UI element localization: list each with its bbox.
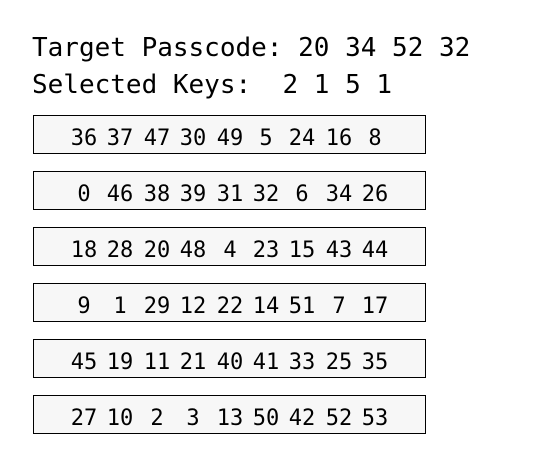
keypad-key[interactable]: 25 bbox=[325, 350, 353, 375]
keypad-key[interactable]: 53 bbox=[361, 406, 389, 431]
keypad-row-1: 36 37 47 30 49 5 24 16 8 bbox=[33, 115, 426, 154]
keypad-key[interactable]: 52 bbox=[325, 406, 353, 431]
keypad-key[interactable]: 21 bbox=[179, 350, 207, 375]
target-passcode-line: Target Passcode: 20 34 52 32 bbox=[32, 33, 470, 63]
keypad-key[interactable]: 1 bbox=[113, 294, 127, 319]
keypad-key[interactable]: 34 bbox=[325, 182, 353, 207]
selected-value: 1 bbox=[313, 70, 330, 100]
keypad-row-5: 45 19 11 21 40 41 33 25 35 bbox=[33, 339, 426, 378]
keypad-key[interactable]: 46 bbox=[106, 182, 134, 207]
selected-keys-label: Selected Keys: bbox=[32, 70, 252, 100]
keypad-key[interactable]: 10 bbox=[106, 406, 134, 431]
keypad-key[interactable]: 36 bbox=[70, 126, 98, 151]
keypad-key[interactable]: 17 bbox=[361, 294, 389, 319]
target-value: 32 bbox=[439, 33, 471, 63]
keypad-key[interactable]: 35 bbox=[361, 350, 389, 375]
keypad-key[interactable]: 6 bbox=[295, 182, 309, 207]
keypad-key[interactable]: 2 bbox=[150, 406, 164, 431]
selected-keys-line: Selected Keys: 2 1 5 1 bbox=[32, 70, 392, 100]
keypad-key[interactable]: 15 bbox=[288, 238, 316, 263]
target-passcode-values: 20 34 52 32 bbox=[282, 33, 470, 63]
keypad-key[interactable]: 3 bbox=[186, 406, 200, 431]
target-value: 52 bbox=[392, 33, 424, 63]
keypad-key[interactable]: 13 bbox=[216, 406, 244, 431]
keypad-key[interactable]: 19 bbox=[106, 350, 134, 375]
keypad-key[interactable]: 5 bbox=[259, 126, 273, 151]
keypad-key[interactable]: 24 bbox=[288, 126, 316, 151]
keypad-key[interactable]: 39 bbox=[179, 182, 207, 207]
keypad-key[interactable]: 32 bbox=[252, 182, 280, 207]
keypad-key[interactable]: 8 bbox=[368, 126, 382, 151]
keypad-key[interactable]: 50 bbox=[252, 406, 280, 431]
target-passcode-label: Target Passcode: bbox=[32, 33, 283, 63]
keypad-key[interactable]: 14 bbox=[252, 294, 280, 319]
keypad-key[interactable]: 38 bbox=[143, 182, 171, 207]
keypad-key[interactable]: 48 bbox=[179, 238, 207, 263]
keypad-key[interactable]: 26 bbox=[361, 182, 389, 207]
keypad-key[interactable]: 33 bbox=[288, 350, 316, 375]
keypad-key[interactable]: 9 bbox=[77, 294, 91, 319]
keypad-key[interactable]: 51 bbox=[288, 294, 316, 319]
keypad-key[interactable]: 18 bbox=[70, 238, 98, 263]
selected-value: 1 bbox=[376, 70, 393, 100]
keypad-key[interactable]: 22 bbox=[216, 294, 244, 319]
keypad-key[interactable]: 40 bbox=[216, 350, 244, 375]
keypad-key[interactable]: 47 bbox=[143, 126, 171, 151]
keypad-key[interactable]: 29 bbox=[143, 294, 171, 319]
keypad-key[interactable]: 27 bbox=[70, 406, 98, 431]
keypad-key[interactable]: 41 bbox=[252, 350, 280, 375]
keypad-key[interactable]: 20 bbox=[143, 238, 171, 263]
keypad-key[interactable]: 30 bbox=[179, 126, 207, 151]
keypad-key[interactable]: 11 bbox=[143, 350, 171, 375]
keypad-row-3: 18 28 20 48 4 23 15 43 44 bbox=[33, 227, 426, 266]
keypad-key[interactable]: 4 bbox=[223, 238, 237, 263]
keypad-key[interactable]: 37 bbox=[106, 126, 134, 151]
keypad-key[interactable]: 23 bbox=[252, 238, 280, 263]
selected-value: 2 bbox=[282, 70, 299, 100]
keypad-row-2: 0 46 38 39 31 32 6 34 26 bbox=[33, 171, 426, 210]
keypad-key[interactable]: 28 bbox=[106, 238, 134, 263]
selected-keys-values: 2 1 5 1 bbox=[251, 70, 392, 100]
keypad-key[interactable]: 12 bbox=[179, 294, 207, 319]
target-value: 34 bbox=[345, 33, 377, 63]
keypad-key[interactable]: 7 bbox=[332, 294, 346, 319]
selected-value: 5 bbox=[345, 70, 361, 100]
keypad-key[interactable]: 0 bbox=[77, 182, 91, 207]
target-value: 20 bbox=[298, 33, 330, 63]
keypad-key[interactable]: 16 bbox=[325, 126, 353, 151]
keypad-key[interactable]: 31 bbox=[216, 182, 244, 207]
keypad-key[interactable]: 45 bbox=[70, 350, 98, 375]
keypad-key[interactable]: 43 bbox=[325, 238, 353, 263]
keypad-key[interactable]: 44 bbox=[361, 238, 389, 263]
keypad-key[interactable]: 42 bbox=[288, 406, 316, 431]
keypad-key[interactable]: 49 bbox=[216, 126, 244, 151]
